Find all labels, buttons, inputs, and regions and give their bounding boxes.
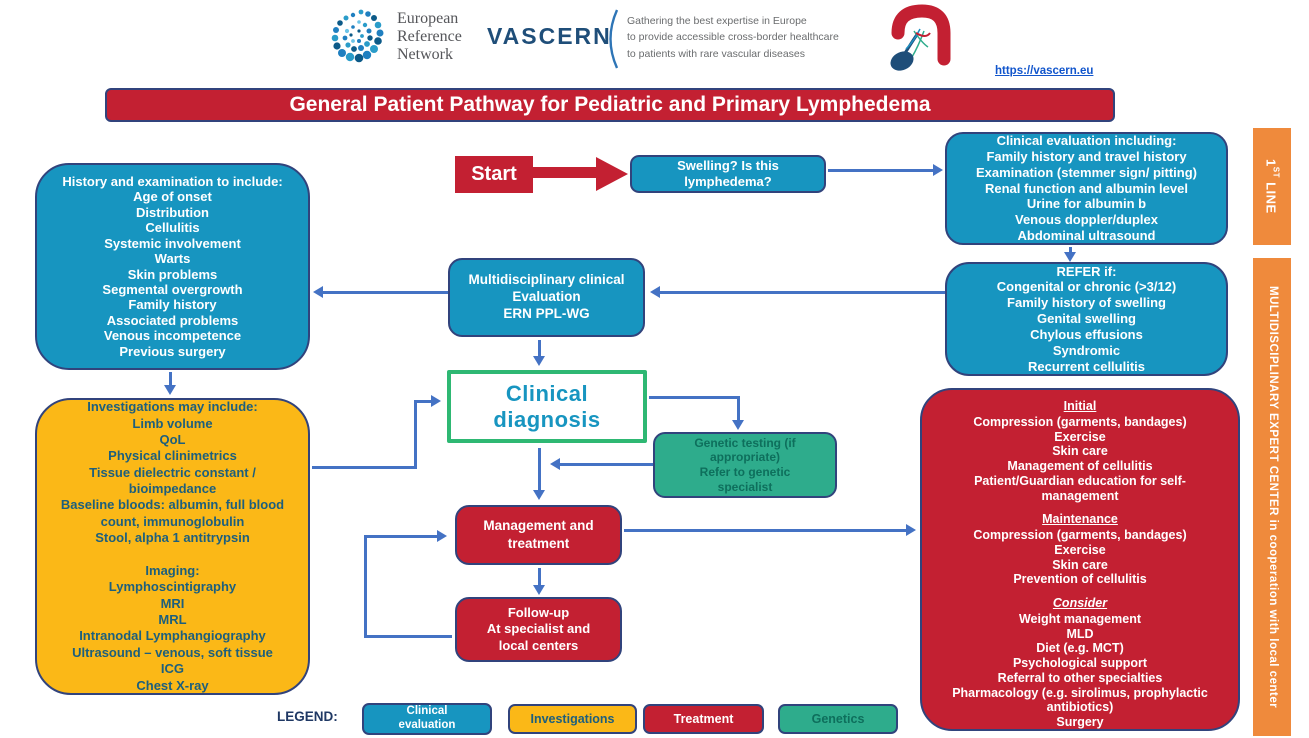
first-line-label: 1ST LINE	[1263, 159, 1281, 214]
arrow-followup-loop-bottom	[364, 635, 452, 638]
clinical-diagnosis-box: Clinical diagnosis	[447, 370, 647, 443]
arrowhead-history-to-investigations	[164, 385, 176, 395]
consider-heading: Consider	[1052, 596, 1108, 610]
aorta-logo-icon	[890, 4, 951, 71]
arrowhead-diagnosis-to-genetic	[732, 420, 744, 430]
refer-if-box: REFER if: Congenital or chronic (>3/12) …	[945, 262, 1228, 376]
arrow-genetic-return	[560, 463, 653, 466]
arrowhead-swelling-to-evaluation	[933, 164, 943, 176]
vascern-link[interactable]: https://vascern.eu	[995, 65, 1094, 77]
treatment-maintenance-section: Maintenance Compression (garments, banda…	[922, 512, 1238, 587]
initial-heading: Initial	[1063, 399, 1097, 413]
legend-label: LEGEND:	[277, 709, 338, 724]
legend-treatment: Treatment	[643, 704, 764, 734]
initial-body: Compression (garments, bandages) Exercis…	[973, 414, 1187, 503]
start-box: Start	[455, 156, 533, 193]
start-arrow-head	[596, 157, 628, 191]
ern-logo-text: European Reference Network	[397, 10, 462, 63]
arrow-diagnosis-genetic-horizontal	[649, 396, 740, 399]
genetic-testing-box: Genetic testing (if appropriate) Refer t…	[653, 432, 837, 498]
expert-center-label: MULTIDISCIPLINARY EXPERT CENTER in coope…	[1266, 285, 1279, 709]
arrowhead-multidisciplinary-to-diagnosis	[533, 356, 545, 366]
arrow-evaluation-to-refer	[1069, 247, 1072, 254]
treatment-consider-section: Consider Weight management MLD Diet (e.g…	[922, 596, 1238, 730]
arrow-followup-loop-top	[364, 535, 439, 538]
arrowhead-evaluation-to-refer	[1064, 252, 1076, 262]
legend-investigations: Investigations	[508, 704, 637, 734]
arrow-investigations-elbow-bottom	[312, 466, 417, 469]
page-title: General Patient Pathway for Pediatric an…	[105, 88, 1115, 122]
investigations-box: Investigations may include: Limb volume …	[35, 398, 310, 695]
clinical-evaluation-box: Clinical evaluation including: Family hi…	[945, 132, 1228, 245]
start-arrow-shaft	[533, 167, 597, 178]
arrowhead-diagnosis-to-management	[533, 490, 545, 500]
arrow-investigations-elbow-vertical	[414, 400, 417, 469]
arrow-multidisciplinary-to-history	[323, 291, 448, 294]
arrowhead-genetic-return	[550, 458, 560, 470]
arrow-management-to-treatment-detail	[624, 529, 908, 532]
arrow-diagnosis-to-management	[538, 448, 541, 492]
arrowhead-refer-to-multidisciplinary	[650, 286, 660, 298]
vascern-logo-text: VASCERN	[487, 23, 612, 49]
arrow-refer-to-multidisciplinary	[660, 291, 945, 294]
management-treatment-box: Management and treatment	[455, 505, 622, 565]
swelling-question-box: Swelling? Is this lymphedema?	[630, 155, 826, 193]
consider-body: Weight management MLD Diet (e.g. MCT) Ps…	[952, 611, 1208, 729]
history-examination-box: History and examination to include: Age …	[35, 163, 310, 370]
arrow-investigations-elbow-top	[414, 400, 433, 403]
multidisciplinary-evaluation-box: Multidisciplinary clinical Evaluation ER…	[448, 258, 645, 337]
arrow-history-to-investigations	[169, 372, 172, 386]
legend-genetics: Genetics	[778, 704, 898, 734]
treatment-initial-section: Initial Compression (garments, bandages)…	[922, 399, 1238, 503]
arrow-followup-loop-vertical	[364, 535, 367, 638]
arrowhead-management-to-treatment-detail	[906, 524, 916, 536]
arrow-management-to-followup	[538, 568, 541, 587]
ern-logo-icon	[331, 9, 384, 63]
legend-clinical-evaluation: Clinical evaluation	[362, 703, 492, 735]
arrowhead-investigations-to-diagnosis	[431, 395, 441, 407]
treatment-detail-box: Initial Compression (garments, bandages)…	[920, 388, 1240, 731]
arrow-diagnosis-genetic-vertical	[737, 396, 740, 422]
tagline-text: Gathering the best expertise in Europe t…	[627, 15, 839, 60]
arrow-multidisciplinary-to-diagnosis	[538, 340, 541, 358]
arrowhead-multidisciplinary-to-history	[313, 286, 323, 298]
tab-expert-center: MULTIDISCIPLINARY EXPERT CENTER in coope…	[1253, 258, 1291, 736]
arrowhead-management-to-followup	[533, 585, 545, 595]
arrowhead-followup-to-management	[437, 530, 447, 542]
arrow-swelling-to-evaluation	[828, 169, 935, 172]
maintenance-body: Compression (garments, bandages) Exercis…	[973, 528, 1187, 587]
followup-box: Follow-up At specialist and local center…	[455, 597, 622, 662]
tab-first-line: 1ST LINE	[1253, 128, 1291, 245]
divider-paren	[609, 9, 619, 69]
maintenance-heading: Maintenance	[1042, 512, 1118, 527]
